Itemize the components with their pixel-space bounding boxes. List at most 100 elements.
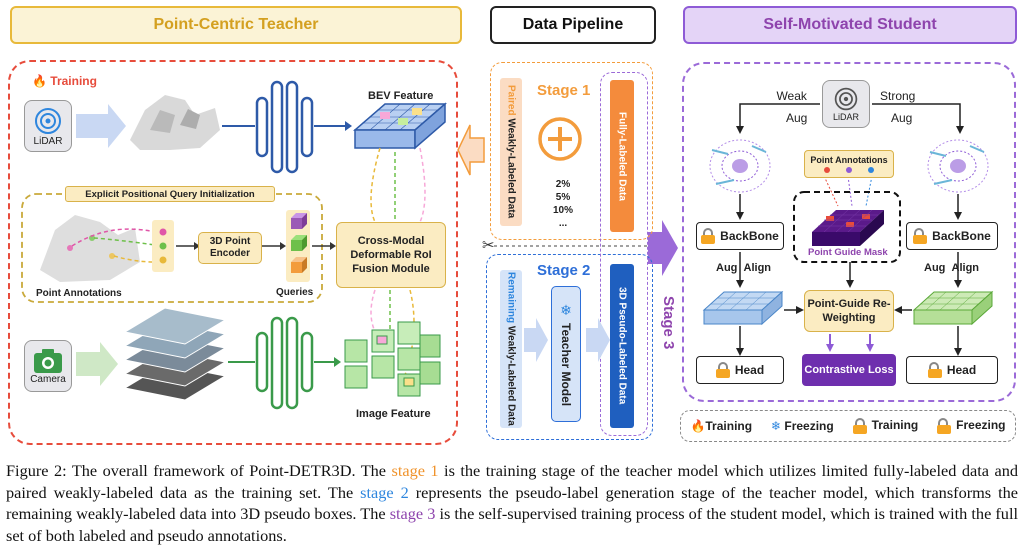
point-guide-mask-label: Point Guide Mask — [808, 247, 888, 258]
student-point-cloud-weak — [709, 139, 771, 193]
point-annotations-box: Point Annotations — [804, 150, 894, 178]
percentage-list: 2% 5% 10% ... — [549, 178, 577, 230]
lidar-icon — [35, 107, 61, 134]
paired-label: Paired — [505, 85, 517, 116]
head-right-box: Head — [906, 356, 998, 384]
student-lidar-sensor: LiDAR — [822, 80, 870, 128]
stage1-label: Stage 1 — [537, 82, 591, 99]
legend-training: 🔥Training — [690, 419, 753, 433]
fire-icon: 🔥 — [690, 419, 706, 433]
figure-caption: Figure 2: The overall framework of Point… — [6, 461, 1018, 545]
lock-training-icon — [715, 362, 730, 378]
percentage-item: 5% — [555, 192, 571, 203]
legend: 🔥Training ❄ Freezing Training Freezing — [680, 410, 1016, 442]
stage2-label: Stage 2 — [537, 262, 591, 279]
lidar-input-arrow — [76, 104, 126, 148]
epqi-title: Explicit Positional Query Initialization — [65, 186, 275, 202]
lock-freezing-icon — [913, 228, 928, 244]
camera-label: Camera — [30, 373, 66, 385]
lidar-sensor: LiDAR — [24, 100, 72, 152]
annotation-arrow-1 — [71, 228, 156, 247]
aug-align-right: Aug Align — [924, 262, 980, 274]
point-annotations-label: Point Annotations — [36, 288, 122, 299]
student-header-label: Self-Motivated Student — [763, 16, 937, 33]
point-guide-mask-frame — [793, 191, 901, 263]
image-feature-label: Image Feature — [356, 408, 431, 420]
stage1-to-teacher-arrow — [457, 124, 485, 176]
camera-input-arrow — [76, 342, 118, 386]
lidar-point-cloud — [130, 95, 220, 150]
paired-weak-data: Paired Weakly-Labeled Data — [500, 78, 522, 226]
stage3-label: Stage 3 — [660, 296, 677, 350]
point-annotation-scene — [40, 215, 140, 282]
contrastive-loss-box: Contrastive Loss — [802, 354, 896, 386]
fusion-module-box: Cross-Modal Deformable RoI Fusion Module — [336, 222, 446, 288]
remaining-weak-data: Remaining Weakly-Labeled Data — [500, 270, 522, 428]
fire-icon: 🔥 — [32, 74, 47, 88]
legend-training-lock: Training — [852, 418, 918, 434]
plus-circle-icon — [537, 116, 583, 167]
snowflake-icon: ❄ — [770, 419, 782, 433]
teacher-model-box: ❄ Teacher Model — [551, 286, 581, 422]
fully-labeled-data: Fully-Labeled Data — [610, 80, 634, 232]
teacher-panel — [8, 60, 458, 445]
annotation-dot-lines — [823, 175, 873, 207]
backbone-left-box: BackBone — [696, 222, 784, 250]
backbone-right-box: BackBone — [906, 222, 998, 250]
aug-align-left: Aug Align — [716, 262, 772, 274]
annotation-arrow-2 — [93, 237, 156, 246]
legend-freezing-lock: Freezing — [937, 418, 1006, 434]
camera-icon — [34, 348, 62, 373]
lidar-backbone — [255, 80, 314, 174]
remaining-label: Remaining — [505, 272, 517, 324]
student-lidar-label: LiDAR — [832, 112, 859, 122]
head-left-box: Head — [696, 356, 784, 384]
camera-image-stack — [123, 307, 227, 401]
stage1-box — [490, 62, 653, 240]
legend-freezing: ❄ Freezing — [770, 419, 834, 433]
pseudo-labeled-data: 3D Pseudo-Labeled Data — [610, 264, 634, 428]
lock-freezing-icon — [927, 362, 942, 378]
point-encoder-box: 3D Point Encoder — [198, 232, 262, 264]
caption-stage1: stage 1 — [391, 461, 439, 480]
percentage-item: 2% — [555, 179, 571, 190]
pipeline-to-student-arrow — [648, 220, 678, 276]
student-panel — [682, 62, 1016, 402]
lock-freezing-icon — [937, 418, 952, 434]
remaining-weak-label: Weakly-Labeled Data — [505, 326, 517, 426]
reweighting-box: Point-Guide Re-Weighting — [804, 290, 894, 332]
teacher-header-label: Point-Centric Teacher — [153, 16, 319, 33]
paired-weak-label: Weakly-Labeled Data — [505, 118, 517, 219]
teacher-diagram-graphics — [21, 80, 678, 410]
stage2-arrows — [524, 318, 610, 362]
scissors-icon: ✂ — [482, 237, 495, 254]
snowflake-icon: ❄ — [560, 301, 572, 318]
percentage-item: 10% — [552, 205, 573, 216]
pipeline-header-label: Data Pipeline — [522, 16, 624, 33]
lock-training-icon — [701, 228, 716, 244]
camera-backbone — [255, 316, 314, 410]
student-feature-grid-left — [702, 290, 784, 326]
pipeline-header: Data Pipeline — [490, 6, 656, 44]
annotation-arrow-3 — [113, 255, 156, 263]
query-cubes — [291, 213, 307, 273]
student-point-cloud-strong — [927, 139, 989, 193]
queries-label: Queries — [276, 287, 314, 298]
image-feature-cubes — [344, 321, 441, 397]
stage3-bracket — [600, 72, 648, 436]
lock-training-icon — [852, 418, 867, 434]
percentage-item: ... — [558, 218, 568, 229]
camera-sensor: Camera — [24, 340, 72, 392]
student-header: Self-Motivated Student — [683, 6, 1017, 44]
point-guide-mask-grid — [812, 209, 884, 246]
bev-feature-label: BEV Feature — [368, 90, 434, 102]
caption-stage2: stage 2 — [360, 482, 409, 502]
caption-stage3: stage 3 — [389, 504, 436, 523]
bev-feature-grid — [352, 102, 448, 150]
lidar-label: LiDAR — [33, 135, 63, 147]
teacher-header: Point-Centric Teacher — [10, 6, 462, 44]
student-diagram-graphics — [702, 103, 994, 356]
training-tag: 🔥 Training — [32, 74, 97, 88]
